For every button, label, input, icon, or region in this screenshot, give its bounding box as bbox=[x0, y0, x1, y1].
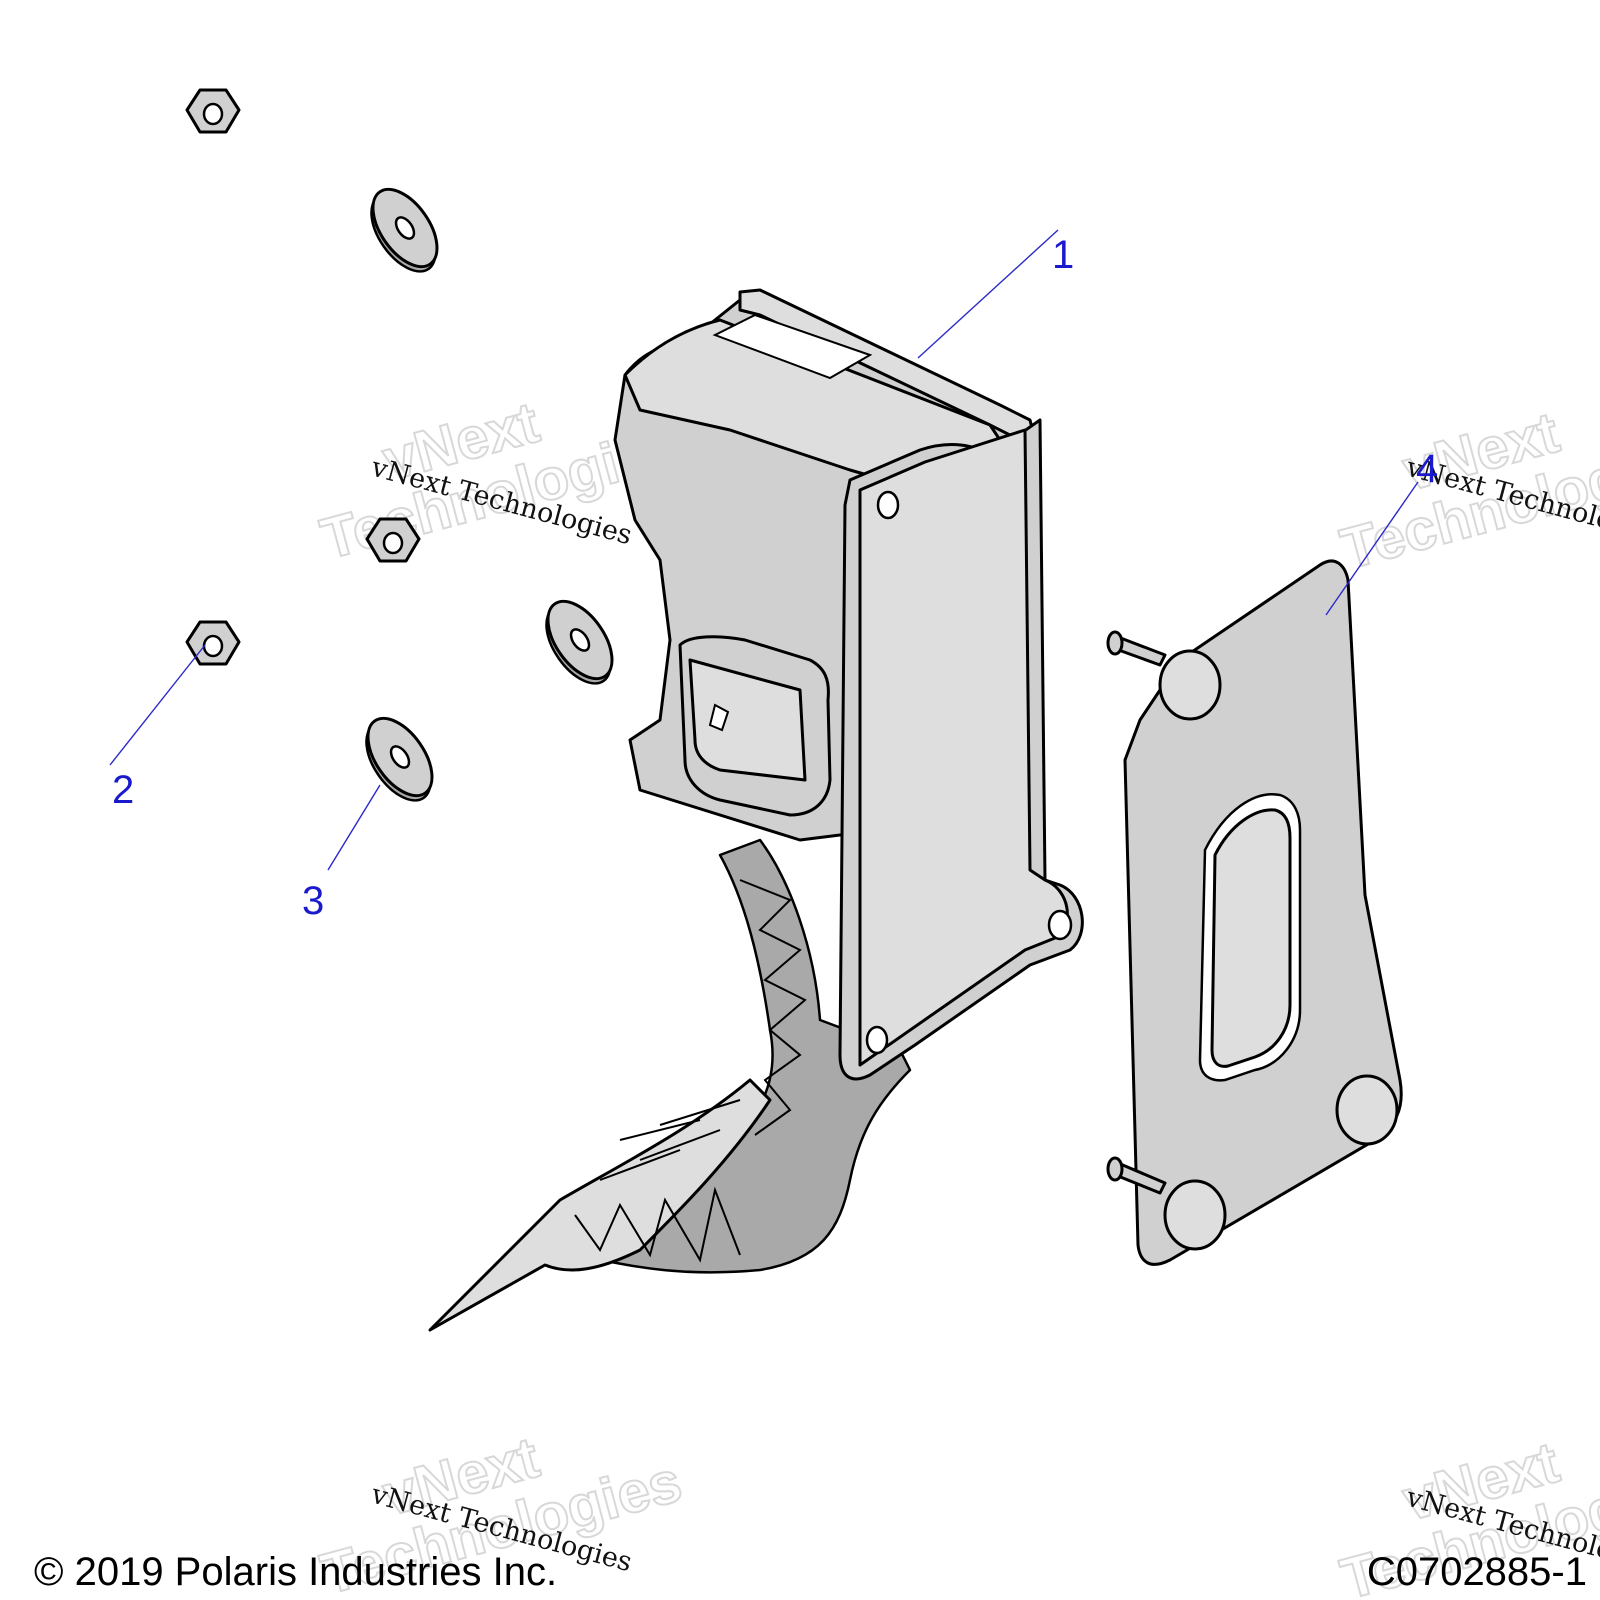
flange-hole-tab bbox=[1047, 909, 1073, 941]
copyright-text: © 2019 Polaris Industries Inc. bbox=[34, 1550, 557, 1594]
bracket-stud-boss-3 bbox=[1163, 1179, 1227, 1251]
washer-1 bbox=[370, 187, 439, 273]
washer-2 bbox=[545, 599, 614, 685]
bracket-stud-boss-2 bbox=[1335, 1074, 1399, 1146]
mounting-bracket-plate bbox=[1106, 559, 1403, 1266]
electrical-connector bbox=[678, 635, 832, 817]
bracket-studs bbox=[1106, 630, 1167, 1195]
leader-line-1 bbox=[917, 229, 1059, 359]
bracket-stud-boss-1 bbox=[1158, 649, 1222, 721]
callout-1: 1 bbox=[1052, 233, 1074, 277]
pedal-arm bbox=[428, 838, 912, 1332]
callout-3: 3 bbox=[302, 879, 324, 923]
leader-line-2 bbox=[109, 644, 206, 766]
callout-2: 2 bbox=[112, 768, 134, 812]
leader-line-3 bbox=[327, 784, 381, 871]
bracket-slot-inner bbox=[1210, 808, 1292, 1068]
nut-2 bbox=[365, 517, 421, 563]
washer-3 bbox=[365, 716, 434, 802]
pedal-ribs bbox=[574, 879, 807, 1263]
nut-1 bbox=[185, 88, 241, 134]
accelerator-pedal-assembly bbox=[428, 288, 1084, 1332]
nut-3 bbox=[185, 620, 241, 666]
drawing-number: C0702885-1 bbox=[1367, 1550, 1587, 1594]
leader-line-4 bbox=[1325, 481, 1419, 616]
flange-hole-bottom bbox=[865, 1025, 889, 1055]
flange-hole-top bbox=[876, 490, 900, 520]
housing-label-plate bbox=[712, 313, 873, 380]
callout-4: 4 bbox=[1416, 447, 1438, 491]
